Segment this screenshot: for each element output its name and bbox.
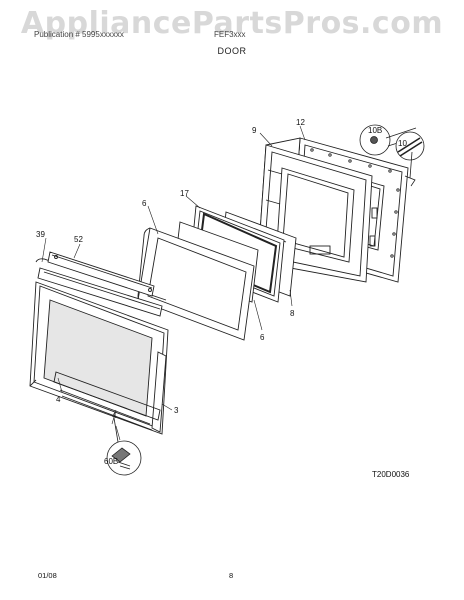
footer-date: 01/08 (38, 571, 57, 580)
door-handle (35, 258, 167, 317)
section-title: DOOR (217, 46, 247, 56)
callout-17: 17 (180, 189, 189, 198)
callout-10b: 10B (368, 126, 382, 135)
callout-6-top: 6 (142, 199, 147, 208)
header-model: FEF3xxx (214, 30, 246, 39)
callout-4-bottom: 4 (112, 411, 117, 420)
screw-icon (106, 417, 142, 476)
callout-6-bottom: 6 (260, 333, 265, 342)
header-publication: Publication # 5995xxxxxx (34, 30, 124, 39)
side-trim (151, 351, 167, 433)
hinge-icon (359, 124, 425, 187)
handle-trim (47, 251, 155, 297)
leader-lines (41, 125, 306, 441)
callout-39: 39 (36, 230, 45, 239)
bottom-trim (53, 371, 161, 431)
callout-52: 52 (74, 235, 83, 244)
footer-page-number: 8 (229, 571, 234, 580)
watermark-logo: AppliancePartsPros.com (20, 6, 444, 41)
callout-10: 10 (398, 139, 407, 148)
callout-3: 3 (174, 406, 179, 415)
callout-9: 9 (252, 126, 257, 135)
window-frame (137, 227, 255, 341)
callout-60b: 60B (104, 457, 118, 466)
callout-4-left: 4 (56, 395, 61, 404)
outer-door-panel (29, 281, 169, 435)
callout-8: 8 (290, 309, 295, 318)
callout-12: 12 (296, 118, 305, 127)
drawing-code: T20D0036 (372, 470, 410, 479)
